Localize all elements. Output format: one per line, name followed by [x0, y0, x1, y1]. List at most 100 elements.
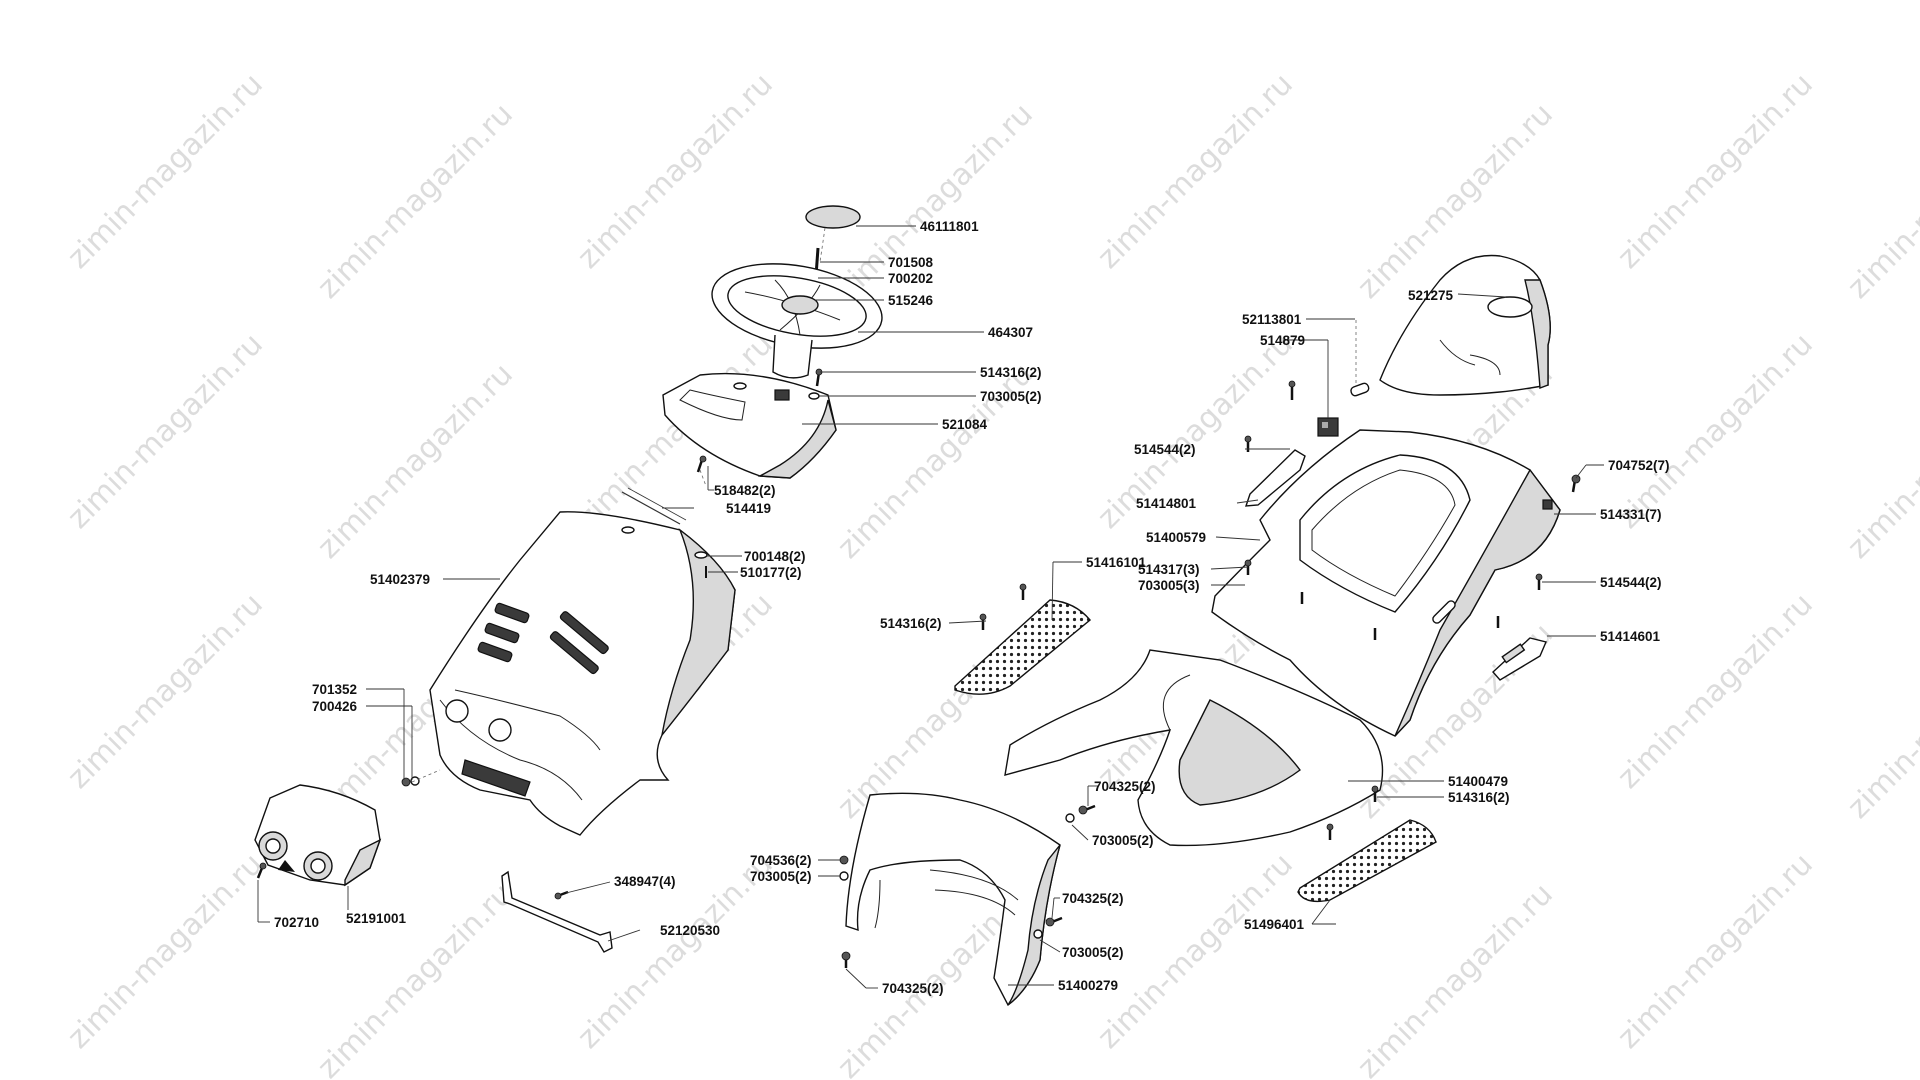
label-51496401[interactable]: 51496401 — [1244, 917, 1305, 932]
label-51402379[interactable]: 51402379 — [370, 572, 430, 587]
watermark: zimin-magazin.ru — [1841, 357, 1920, 566]
label-464307[interactable]: 464307 — [988, 325, 1033, 340]
watermark: zimin-magazin.ru — [311, 97, 520, 306]
label-52113801[interactable]: 52113801 — [1242, 312, 1302, 327]
label-514317[interactable]: 514317(3) — [1138, 562, 1200, 577]
washer-703005[interactable] — [1033, 929, 1043, 939]
washer-700426[interactable] — [410, 776, 420, 786]
watermark: zimin-magazin.ru — [61, 587, 270, 796]
side-trim-51414801[interactable] — [1245, 449, 1306, 507]
watermark: zimin-magazin.ru — [571, 67, 780, 276]
watermark: zimin-magazin.ru — [1841, 97, 1920, 306]
watermark: zimin-magazin.ru — [1351, 877, 1560, 1080]
nut-514331[interactable] — [1542, 499, 1553, 510]
watermark: zimin-magazin.ru — [61, 67, 270, 276]
label-700426[interactable]: 700426 — [312, 699, 358, 714]
headlight-left — [445, 699, 469, 723]
label-51416101[interactable]: 51416101 — [1086, 555, 1147, 570]
headlight-right — [488, 718, 512, 742]
watermark: zimin-magazin.ru — [1611, 327, 1820, 536]
label-700202[interactable]: 700202 — [888, 271, 933, 286]
label-703005-b[interactable]: 703005(3) — [1138, 578, 1200, 593]
label-521084[interactable]: 521084 — [942, 417, 988, 432]
footrest-pad-51496401[interactable] — [1297, 819, 1437, 903]
side-trim-51414601[interactable] — [1492, 637, 1547, 681]
label-514879[interactable]: 514879 — [1260, 333, 1305, 348]
nut-704536[interactable] — [839, 855, 849, 865]
label-52120530[interactable]: 52120530 — [660, 923, 720, 938]
hood-vent — [477, 641, 513, 663]
dash-switch — [774, 389, 790, 401]
screw-702710[interactable] — [256, 867, 264, 879]
label-514331[interactable]: 514331(7) — [1600, 507, 1662, 522]
label-703005-e[interactable]: 703005(2) — [1062, 945, 1124, 960]
label-51414801[interactable]: 51414801 — [1136, 496, 1197, 511]
label-348947[interactable]: 348947(4) — [614, 874, 676, 889]
watermark: zimin-magazin.ru — [61, 327, 270, 536]
watermark: zimin-magazin.ru — [1841, 617, 1920, 826]
watermark-layer: zimin-magazin.ru zimin-magazin.ru zimin-… — [61, 67, 1920, 1080]
label-514544-b[interactable]: 514544(2) — [1600, 575, 1662, 590]
label-700148[interactable]: 700148(2) — [744, 549, 806, 564]
steering-column — [772, 334, 813, 379]
label-52191001[interactable]: 52191001 — [346, 911, 407, 926]
front-hood-assembly — [254, 511, 736, 953]
washer-703005[interactable] — [808, 392, 820, 400]
washer-703005[interactable] — [1065, 813, 1075, 823]
label-703005-d[interactable]: 703005(2) — [750, 869, 812, 884]
watermark: zimin-magazin.ru — [1611, 847, 1820, 1056]
fender-seat-well — [1299, 454, 1471, 613]
nut-701352[interactable] — [401, 777, 411, 787]
seat-handle — [1487, 296, 1533, 318]
front-shroud-51400279[interactable] — [845, 792, 1061, 1007]
screw-518482[interactable] — [696, 459, 704, 473]
grille — [461, 759, 531, 797]
label-704325-b[interactable]: 704325(2) — [1062, 891, 1124, 906]
label-702710[interactable]: 702710 — [274, 915, 319, 930]
watermark: zimin-magazin.ru — [1091, 67, 1300, 276]
label-704325-c[interactable]: 704325(2) — [882, 981, 944, 996]
label-704536[interactable]: 704536(2) — [750, 853, 812, 868]
label-704752[interactable]: 704752(7) — [1608, 458, 1670, 473]
label-51414601[interactable]: 51414601 — [1600, 629, 1661, 644]
hood-vent — [484, 622, 520, 644]
steering-hub — [781, 295, 819, 315]
label-514316-a[interactable]: 514316(2) — [980, 365, 1042, 380]
seat-521275[interactable] — [1379, 254, 1551, 396]
steering-cap[interactable] — [805, 205, 861, 229]
label-514316-c[interactable]: 514316(2) — [1448, 790, 1510, 805]
part-labels: 46111801 701508 700202 515246 464307 514… — [274, 219, 1670, 996]
headlight-unit-52191001[interactable] — [254, 784, 381, 886]
label-514544-a[interactable]: 514544(2) — [1134, 442, 1196, 457]
rod-514419[interactable] — [621, 491, 681, 525]
label-51400279[interactable]: 51400279 — [1058, 978, 1118, 993]
washer-703005[interactable] — [839, 871, 849, 881]
hood-vent — [494, 602, 530, 624]
label-51400579[interactable]: 51400579 — [1146, 530, 1206, 545]
safety-switch-52113801[interactable] — [1350, 382, 1370, 397]
label-701508[interactable]: 701508 — [888, 255, 934, 270]
label-514419[interactable]: 514419 — [726, 501, 771, 516]
label-510177[interactable]: 510177(2) — [740, 565, 802, 580]
leader-lines — [257, 225, 1604, 989]
footrest-pad-51416101[interactable] — [954, 599, 1091, 695]
watermark: zimin-magazin.ru — [1611, 587, 1820, 796]
label-521275[interactable]: 521275 — [1408, 288, 1454, 303]
label-51400479[interactable]: 51400479 — [1448, 774, 1508, 789]
rear-assembly — [839, 254, 1581, 1007]
washer-700148[interactable] — [694, 551, 708, 559]
bracket-52120530[interactable] — [501, 870, 613, 953]
dash-panel[interactable] — [662, 372, 837, 479]
label-701352[interactable]: 701352 — [312, 682, 357, 697]
label-703005-c[interactable]: 703005(2) — [1092, 833, 1154, 848]
label-515246[interactable]: 515246 — [888, 293, 934, 308]
label-518482[interactable]: 518482(2) — [714, 483, 776, 498]
watermark: zimin-magazin.ru — [831, 97, 1040, 306]
label-704325-a[interactable]: 704325(2) — [1094, 779, 1156, 794]
label-703005-a[interactable]: 703005(2) — [980, 389, 1042, 404]
label-46111801[interactable]: 46111801 — [920, 219, 979, 234]
label-514316-b[interactable]: 514316(2) — [880, 616, 942, 631]
watermark: zimin-magazin.ru — [311, 877, 520, 1080]
watermark: zimin-magazin.ru — [311, 357, 520, 566]
